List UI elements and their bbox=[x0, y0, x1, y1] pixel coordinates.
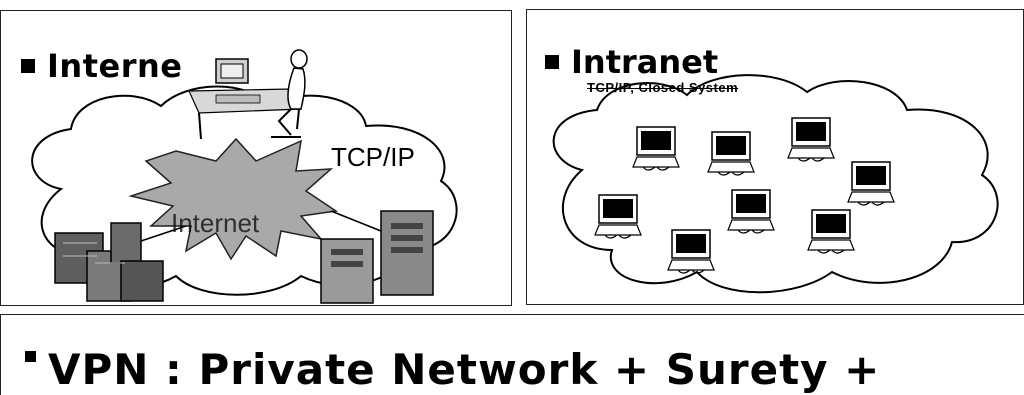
vpn-panel: VPN : Private Network + Surety + bbox=[0, 314, 1024, 395]
laptop-icon bbox=[667, 229, 715, 274]
internet-panel: Interne TCP/IP Internet bbox=[0, 10, 512, 306]
internet-cloud-label: Internet bbox=[171, 208, 260, 238]
laptop-icon bbox=[632, 126, 680, 171]
intranet-illustration bbox=[552, 74, 999, 294]
vpn-heading-text: VPN : Private Network + Surety + bbox=[48, 345, 881, 394]
server-tower-right-icon bbox=[320, 210, 434, 304]
laptop-icon bbox=[847, 161, 895, 206]
intranet-subtitle: TCP/IP, Closed System bbox=[587, 80, 739, 95]
internet-burst bbox=[128, 137, 339, 261]
tcpip-label: TCP/IP bbox=[331, 142, 415, 172]
internet-heading: Interne bbox=[21, 47, 182, 85]
laptop-icon bbox=[787, 117, 835, 162]
heading-bullet bbox=[25, 351, 36, 362]
vpn-heading: VPN : Private Network + Surety + bbox=[25, 345, 880, 394]
intranet-panel: Intranet TCP/IP, Closed System bbox=[526, 9, 1024, 305]
laptop-icon bbox=[594, 194, 642, 239]
laptop-icon bbox=[727, 189, 775, 234]
server-cluster-left-icon bbox=[54, 222, 164, 302]
heading-bullet bbox=[21, 59, 35, 73]
internet-illustration bbox=[31, 49, 458, 304]
laptop-icon bbox=[707, 131, 755, 176]
intranet-heading-text: Intranet bbox=[571, 43, 719, 81]
heading-bullet bbox=[545, 55, 559, 69]
user-at-computer-icon bbox=[188, 49, 308, 140]
intranet-cloud bbox=[552, 74, 999, 294]
internet-heading-text: Interne bbox=[47, 47, 183, 85]
laptop-icon bbox=[807, 209, 855, 254]
intranet-heading: Intranet bbox=[545, 43, 718, 81]
